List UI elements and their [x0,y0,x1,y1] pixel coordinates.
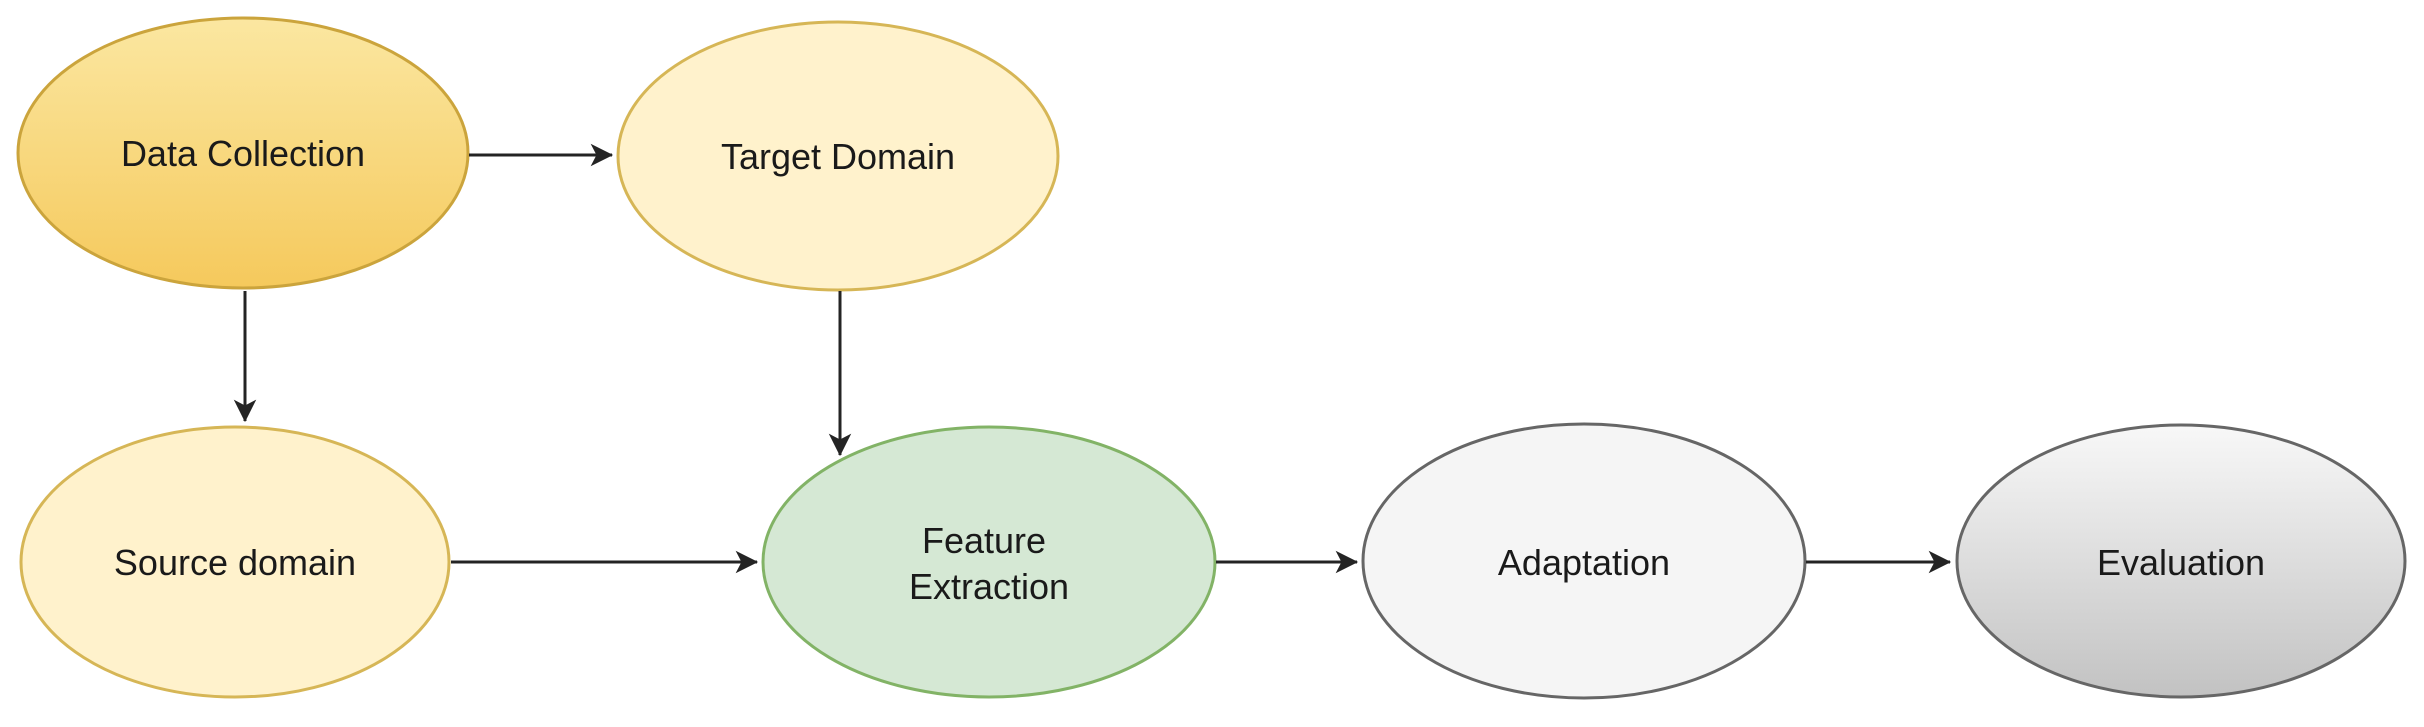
data-collection-shape [16,16,470,290]
target-domain-shape [616,20,1060,292]
node-evaluation: Evaluation [1955,423,2407,699]
edges [233,143,1952,574]
feature-extraction-label-line2: Extraction [909,566,1069,607]
feature-extraction-label-line1: Feature [922,520,1046,561]
data-collection-label: Data Collection [121,133,365,174]
evaluation-shape [1955,423,2407,699]
adaptation-label: Adaptation [1498,542,1670,583]
feature-extraction-shape [761,425,1217,699]
evaluation-label: Evaluation [2097,542,2265,583]
source-domain-label: Source domain [114,542,356,583]
node-target-domain: Target Domain [616,20,1060,292]
source-domain-shape [19,425,451,699]
node-data-collection: Data Collection [16,16,470,290]
node-adaptation: Adaptation [1361,422,1807,700]
target-domain-label: Target Domain [721,136,955,177]
node-source-domain: Source domain [19,425,451,699]
feature-extraction-label: Feature Extraction [909,520,1069,607]
adaptation-shape [1361,422,1807,700]
node-feature-extraction: Feature Extraction [761,425,1217,699]
